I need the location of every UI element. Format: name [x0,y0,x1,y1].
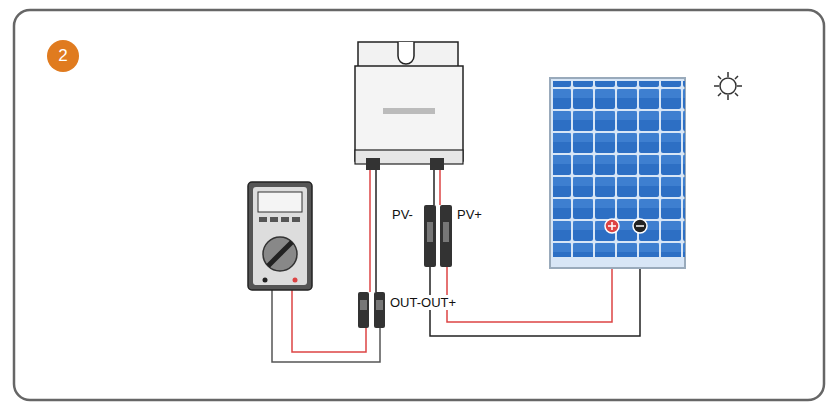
frame [14,10,824,400]
multimeter [248,182,312,290]
terminal-label: OUT-OUT+ [389,295,457,310]
terminal-label: PV- [391,207,414,222]
sun-icon [714,72,742,100]
out-wires [370,170,376,292]
callout-number: 2 [58,46,67,66]
meter-wires [272,290,380,362]
terminal-label: PV+ [456,207,483,222]
callout-badge: 2 [47,40,79,72]
pv-connectors [424,205,452,267]
solar-panel [550,78,685,268]
optimizer-device [355,42,463,170]
pv-wires [434,170,440,205]
out-connectors [358,292,385,328]
